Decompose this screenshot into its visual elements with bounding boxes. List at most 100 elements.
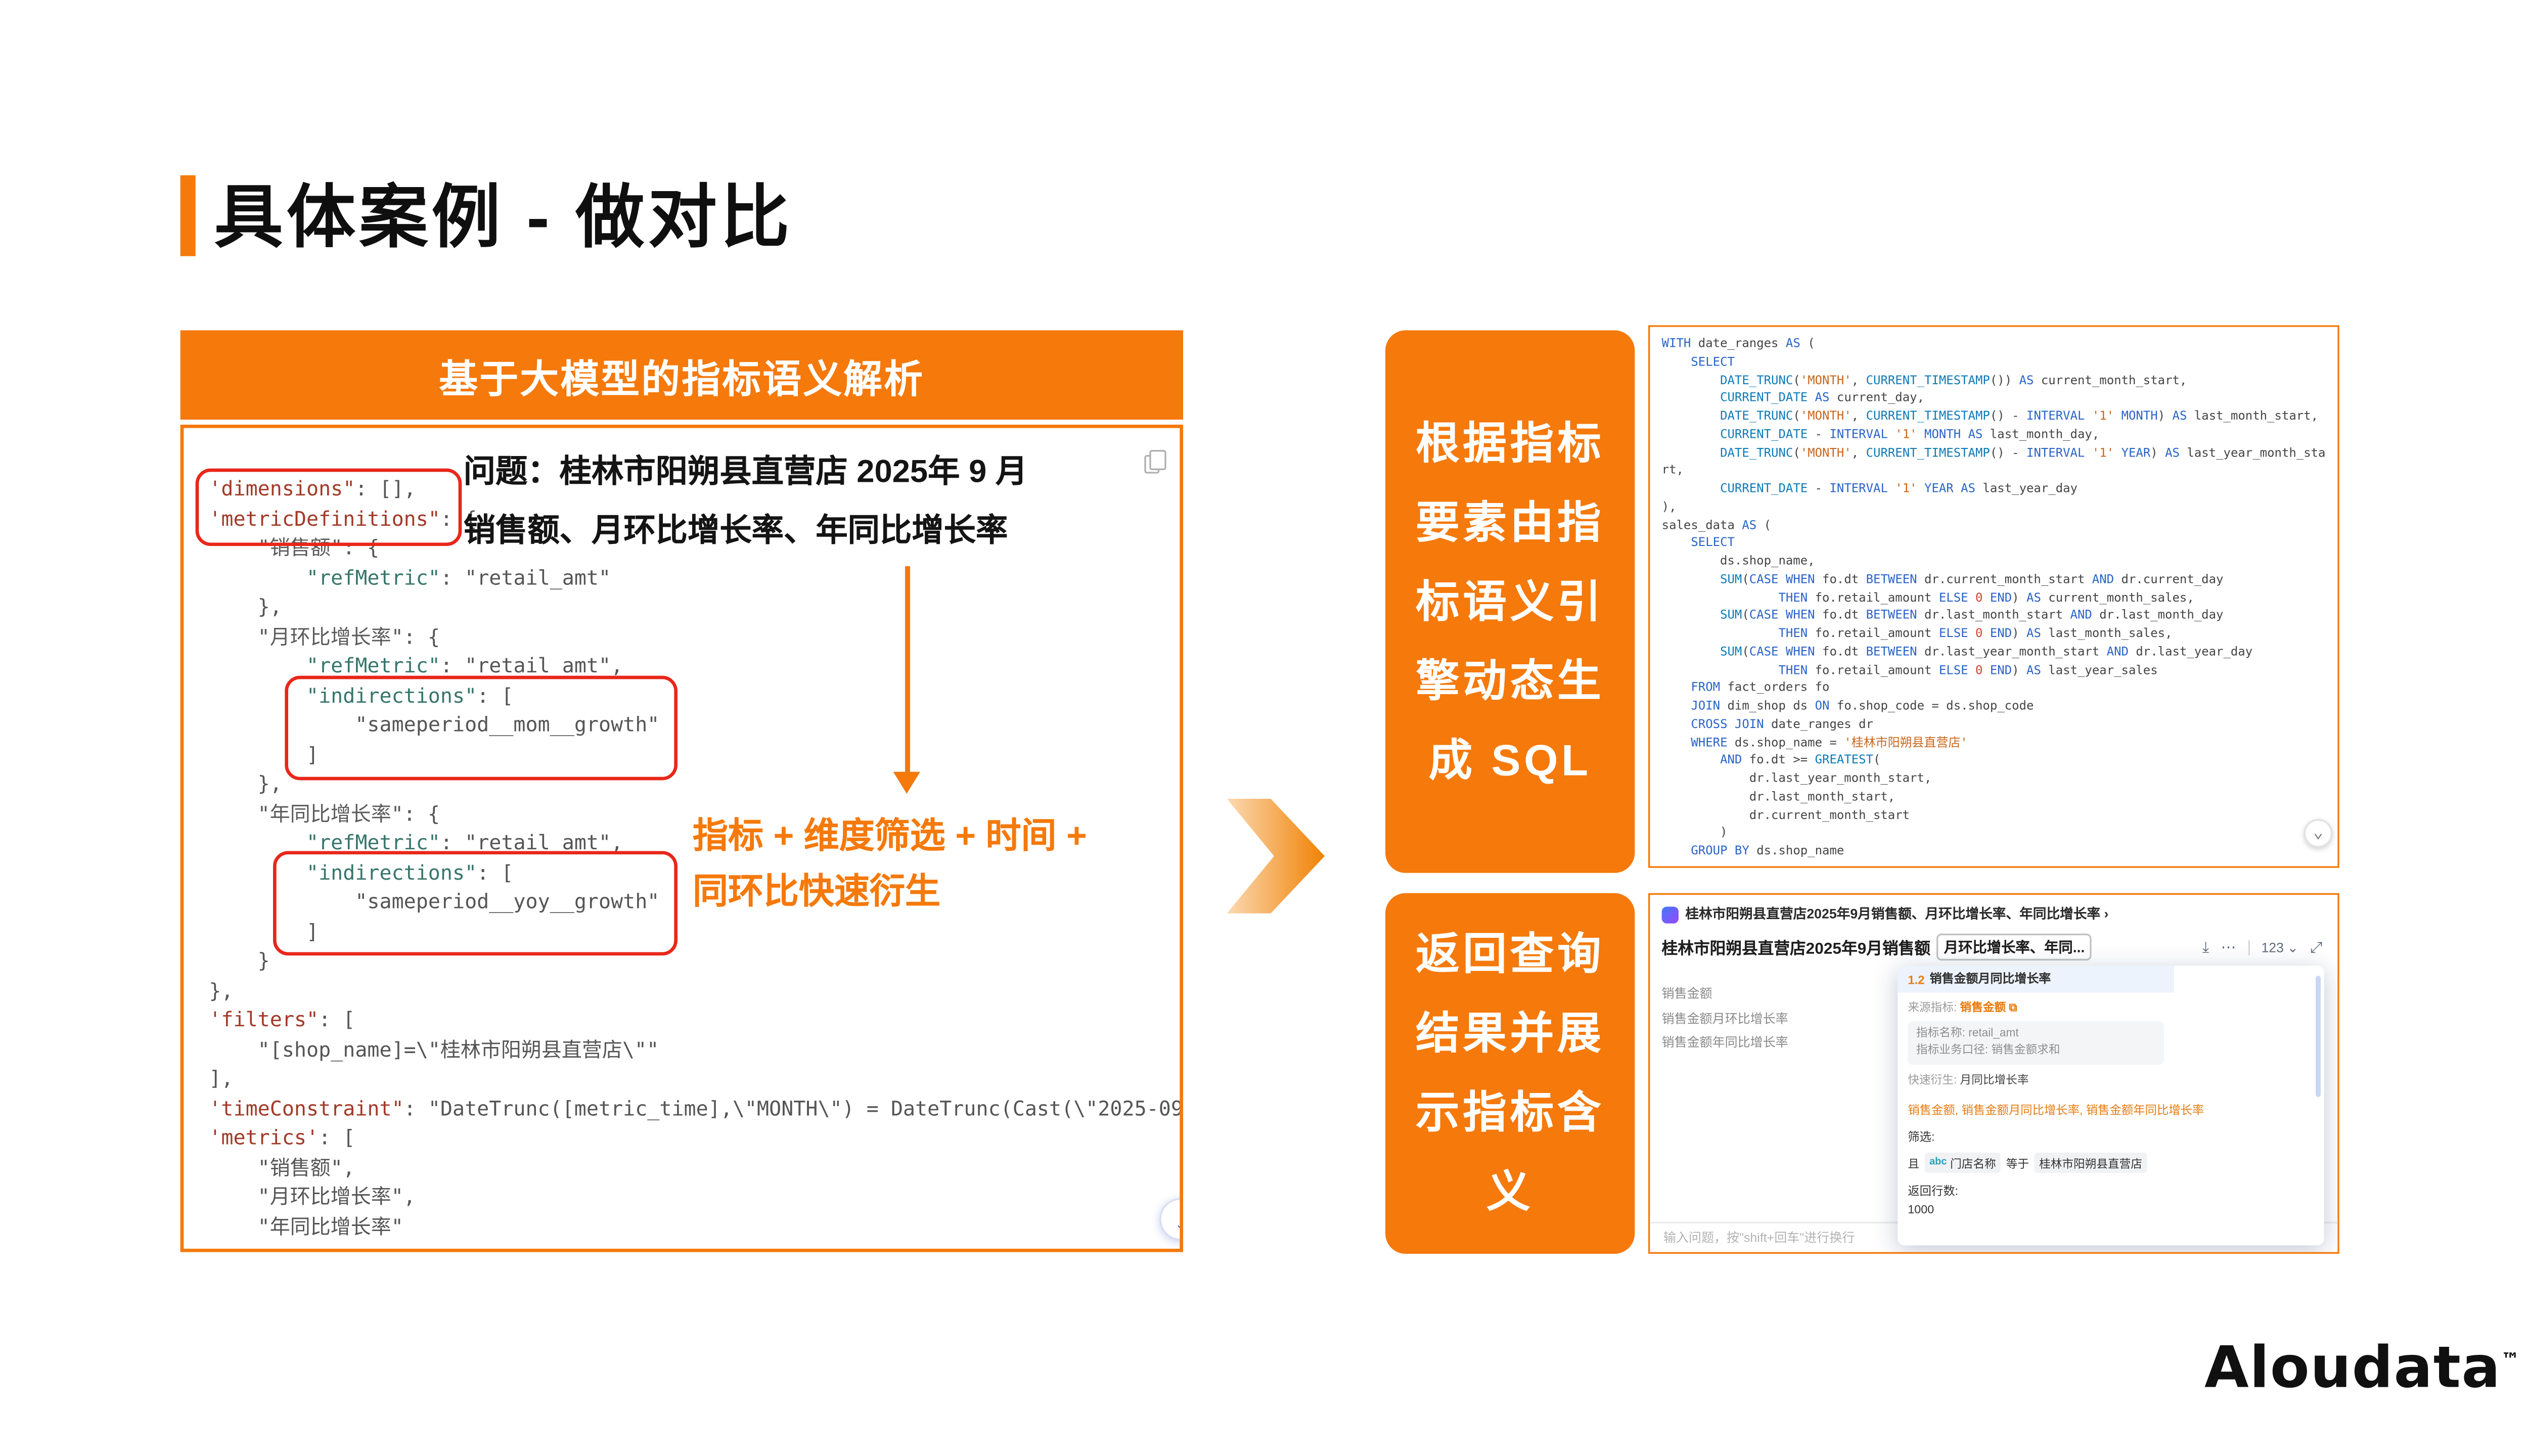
rows-dropdown[interactable]: 123 ⌄ xyxy=(2261,940,2298,956)
filter-field-name: 门店名称 xyxy=(1950,1159,1996,1171)
question-line2: 销售额、月环比增长率、年同比增长率 xyxy=(463,514,1008,550)
result-breadcrumb[interactable]: 桂林市阳朔县直营店2025年9月销售额、月环比增长率、年同比增长率 › xyxy=(1661,905,2109,924)
result-label-box: 返回查询结果并展示指标含义 xyxy=(1385,893,1635,1254)
slide-title: 具体案例 - 做对比 xyxy=(214,178,793,256)
metric-caliber-value: 销售金额求和 xyxy=(1991,1044,2060,1057)
filter-operator: 等于 xyxy=(2006,1159,2029,1171)
sql-label-box: 根据指标要素由指标语义引擎动态生成 SQL xyxy=(1385,330,1635,873)
download-icon[interactable]: ⤓ xyxy=(2202,938,2209,956)
code-line: sales_data AS ( xyxy=(1661,516,1772,532)
code-line: ), xyxy=(1661,498,1677,514)
code-line: "月环比增长率": { xyxy=(257,624,440,648)
down-arrow-line xyxy=(905,566,910,776)
more-icon[interactable]: ⋯ xyxy=(2221,938,2236,956)
left-panel-header-label: 基于大模型的指标语义解析 xyxy=(439,356,925,400)
sql-scroll-down-button[interactable]: ⌄ xyxy=(2304,818,2333,848)
code-line: THEN fo.retail_amount ELSE 0 END) AS cur… xyxy=(1778,588,2194,604)
source-metric-link[interactable]: 销售金额 ⧉ xyxy=(1960,1003,2017,1014)
metric-name-value: retail_amt xyxy=(1968,1028,2019,1040)
code-line: DATE_TRUNC('MONTH', CURRENT_TIMESTAMP())… xyxy=(1720,371,2187,387)
question-input-placeholder: 输入问题，按"shift+回车"进行换行 xyxy=(1663,1230,1855,1246)
highlight-box-mom-indirections xyxy=(285,675,678,781)
code-line: CURRENT_DATE AS current_day, xyxy=(1720,389,1925,405)
code-line: SUM(CASE WHEN fo.dt BETWEEN dr.current_m… xyxy=(1720,571,2224,586)
code-line: FROM fact_orders fo xyxy=(1691,679,1830,695)
ai-assistant-icon xyxy=(1661,905,1679,923)
code-line: SELECT xyxy=(1691,534,1735,550)
code-line: ] xyxy=(209,742,319,766)
code-line: "年同比增长率": { xyxy=(257,801,440,825)
code-line: ) xyxy=(1661,824,1728,840)
tooltip-index: 1.2 xyxy=(1908,971,1925,987)
rows-returned-value: 1000 xyxy=(1908,1205,1934,1217)
code-line: 'filters": [ xyxy=(209,1008,355,1031)
query-title-extra: 月环比增长率、年同... xyxy=(1937,933,2092,961)
code-line: CURRENT_DATE - INTERVAL '1' MONTH AS las… xyxy=(1720,426,2100,441)
derive-label: 快速衍生: xyxy=(1908,1075,1957,1087)
metric-name-row: 指标名称: retail_amt xyxy=(1916,1026,2155,1043)
result-label-line: 义 xyxy=(1486,1166,1534,1217)
code-line: "refMetric": "retail_amt" xyxy=(306,565,611,589)
metrics-summary: 销售金额, 销售金额月同比增长率, 销售金额年同比增长率 xyxy=(1908,1105,2204,1117)
highlight-box-yoy-indirections xyxy=(273,851,678,956)
code-line: dr.last_year_month_start, xyxy=(1661,770,1932,786)
json-code: 'dimensions": [],'metricDefinitions": { … xyxy=(209,475,1183,1242)
filter-value: 桂林市阳朔县直营店 xyxy=(2039,1159,2142,1171)
highlight-box-dimensions xyxy=(195,468,462,546)
result-label-line: 结果并展 xyxy=(1415,1008,1605,1059)
sql-code-panel: WITH date_ranges AS ( SELECT DATE_TRUNC(… xyxy=(1648,325,2339,868)
derive-value: 月同比增长率 xyxy=(1960,1075,2029,1087)
tooltip-title-row[interactable]: 1.2 销售金额月同比增长率 xyxy=(1898,965,2174,993)
metric-list: 销售金额销售金额月环比增长率销售金额年同比增长率 xyxy=(1662,982,1788,1056)
code-line: "销售额": { xyxy=(257,535,380,560)
metric-list-item[interactable]: 销售金额年同比增长率 xyxy=(1661,1034,1788,1050)
code-line: DATE_TRUNC('MONTH', CURRENT_TIMESTAMP() … xyxy=(1720,407,2319,423)
copy-icon[interactable] xyxy=(1144,449,1166,474)
tooltip-title: 销售金额月同比增长率 xyxy=(1929,970,2051,986)
derive-label: 指标 + 维度筛选 + 时间 + 同环比快速衍生 xyxy=(693,809,1087,920)
down-arrow xyxy=(891,566,922,802)
source-label: 来源指标: xyxy=(1908,1003,1957,1015)
code-line: SUM(CASE WHEN fo.dt BETWEEN dr.last_year… xyxy=(1720,643,2253,659)
aloudata-logo: Aloudata™ xyxy=(2204,1335,2520,1402)
title-accent-bar xyxy=(180,175,196,256)
result-toolbar: ⤓ ⋯ 123 ⌄ ⤢ xyxy=(2202,939,2322,958)
field-type-icon: abc xyxy=(1929,1157,1947,1168)
filter-label: 筛选: xyxy=(1908,1132,1935,1145)
result-breadcrumb-text: 桂林市阳朔县直营店2025年9月销售额、月环比增长率、年同比增长率 › xyxy=(1685,906,2109,922)
question-text: 问题：桂林市阳朔县直营店 2025年 9 月 销售额、月环比增长率、年同比增长率 xyxy=(464,443,1028,561)
toolbar-separator xyxy=(2247,940,2250,956)
sql-label-line: 擎动态生 xyxy=(1415,654,1605,705)
metric-list-item[interactable]: 销售金额 xyxy=(1661,985,1712,1001)
aloudata-logo-text: Aloudata xyxy=(2204,1334,2501,1402)
code-line: "indirections": [ xyxy=(306,683,514,707)
code-line: "refMetric": "retail_amt", xyxy=(306,654,623,677)
filter-field-tag[interactable]: abc 门店名称 xyxy=(1924,1152,2001,1173)
metric-list-item[interactable]: 销售金额月环比增长率 xyxy=(1661,1010,1788,1026)
sql-label-line: 根据指标 xyxy=(1415,417,1605,468)
code-line: "年同比增长率" xyxy=(257,1214,403,1238)
tooltip-derive-row: 快速衍生: 月同比增长率 xyxy=(1898,1065,2324,1087)
code-line: JOIN dim_shop ds ON fo.shop_code = ds.sh… xyxy=(1691,697,2034,713)
external-link-icon: ⧉ xyxy=(2009,1003,2017,1015)
metric-meta-box: 指标名称: retail_amt 指标业务口径: 销售金额求和 xyxy=(1908,1021,2164,1065)
sql-label-line: 要素由指 xyxy=(1415,496,1605,547)
metric-name-label: 指标名称: xyxy=(1916,1028,1965,1040)
code-line: 'timeConstraint": "DateTrunc([metric_tim… xyxy=(209,1096,1183,1120)
code-line: THEN fo.retail_amount ELSE 0 END) AS las… xyxy=(1778,625,2173,641)
code-line: CURRENT_DATE - INTERVAL '1' YEAR AS last… xyxy=(1720,480,2078,495)
query-title-row: 桂林市阳朔县直营店2025年9月销售额 月环比增长率、年同... xyxy=(1662,933,2092,961)
question-line1: 问题：桂林市阳朔县直营店 2025年 9 月 xyxy=(463,454,1028,490)
code-line: } xyxy=(209,948,270,973)
drawer-scrollbar[interactable] xyxy=(2315,975,2321,1097)
code-line: CROSS JOIN date_ranges dr xyxy=(1691,715,1874,731)
code-line: 'dimensions": [], xyxy=(209,477,416,500)
code-line: WITH date_ranges AS ( xyxy=(1661,335,1815,351)
code-line: dr.last_month_start, xyxy=(1661,788,1895,804)
flow-arrow xyxy=(1227,798,1325,914)
code-line: AND fo.dt >= GREATEST( xyxy=(1720,752,1881,767)
result-window: 桂林市阳朔县直营店2025年9月销售额、月环比增长率、年同比增长率 › 桂林市阳… xyxy=(1648,893,2339,1254)
code-line: 'metrics': [ xyxy=(209,1125,355,1150)
expand-icon[interactable]: ⤢ xyxy=(2310,938,2323,956)
filter-value-tag[interactable]: 桂林市阳朔县直营店 xyxy=(2034,1152,2147,1173)
